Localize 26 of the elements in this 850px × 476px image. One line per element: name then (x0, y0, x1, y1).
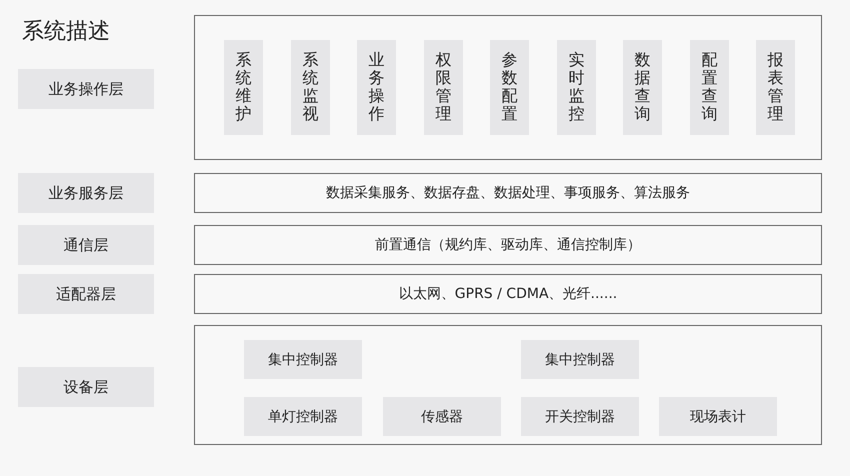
module-box: 实时监控 (557, 40, 596, 135)
layer-panel (194, 325, 822, 445)
module-box: 系统监视 (291, 40, 330, 135)
module-box: 数据查询 (623, 40, 662, 135)
layer-panel: 以太网、GPRS / CDMA、光纤...... (194, 274, 822, 314)
module-box: 单灯控制器 (244, 397, 362, 436)
layer-label: 业务服务层 (18, 173, 154, 213)
module-box: 报表管理 (756, 40, 795, 135)
module-box: 配置查询 (690, 40, 729, 135)
module-box: 业务操作 (357, 40, 396, 135)
layer-label: 通信层 (18, 225, 154, 265)
layer-panel: 数据采集服务、数据存盘、数据处理、事项服务、算法服务 (194, 173, 822, 213)
module-box: 传感器 (383, 397, 501, 436)
diagram-title: 系统描述 (22, 18, 110, 46)
module-box: 现场表计 (659, 397, 777, 436)
layer-label: 适配器层 (18, 274, 154, 314)
layer-label: 设备层 (18, 367, 154, 407)
layer-panel (194, 15, 822, 160)
module-box: 权限管理 (424, 40, 463, 135)
module-box: 系统维护 (224, 40, 263, 135)
module-box: 参数配置 (490, 40, 529, 135)
module-box: 开关控制器 (521, 397, 639, 436)
module-box: 集中控制器 (244, 340, 362, 379)
layer-label: 业务操作层 (18, 69, 154, 109)
module-box: 集中控制器 (521, 340, 639, 379)
layer-panel: 前置通信（规约库、驱动库、通信控制库） (194, 225, 822, 265)
